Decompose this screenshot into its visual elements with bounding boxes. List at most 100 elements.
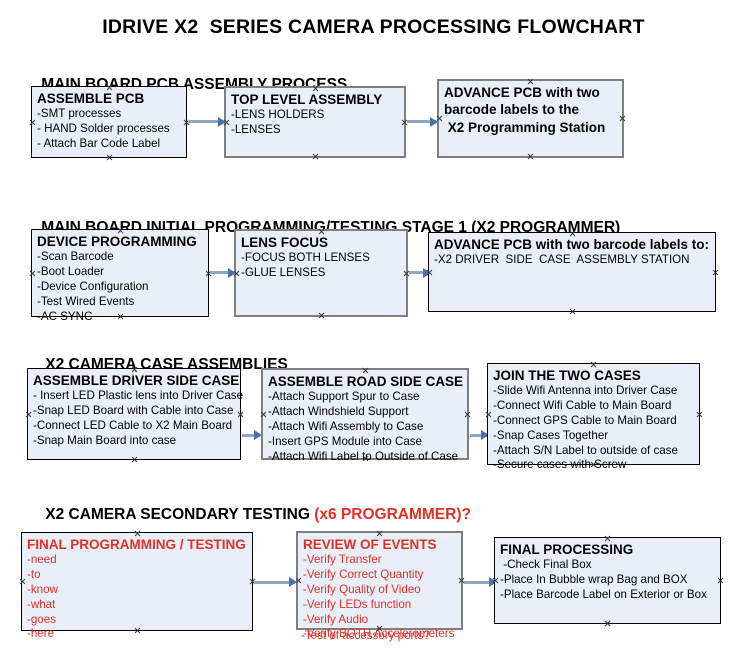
- box-line: -Scan Barcode: [37, 250, 114, 264]
- box-line: -Test Wired Events: [37, 294, 135, 308]
- box-content: FINAL PROCESSING -Check Final Box -Place…: [500, 541, 718, 603]
- box-assemble-pcb[interactable]: ASSEMBLE PCB -SMT processes - HAND Solde…: [31, 86, 187, 158]
- box-device-programming[interactable]: DEVICE PROGRAMMING -Scan Barcode -Boot L…: [29, 229, 209, 323]
- box-review-of-events[interactable]: REVIEW OF EVENTS -Verify Transfer -Verif…: [295, 531, 463, 640]
- connection-handle-bottom[interactable]: [312, 153, 319, 160]
- box-content: ASSEMBLE PCB -SMT processes - HAND Solde…: [37, 90, 184, 152]
- connection-handle-left[interactable]: [29, 119, 36, 126]
- box-line: -to: [27, 568, 41, 582]
- box-lens-focus[interactable]: LENS FOCUS -FOCUS BOTH LENSES -GLUE LENS…: [234, 229, 408, 317]
- connection-handle-bottom[interactable]: [569, 308, 576, 315]
- box-final-programming-testing[interactable]: FINAL PROGRAMMING / TESTING -need -to -k…: [19, 532, 253, 640]
- box-title: JOIN THE TWO CASES: [493, 368, 641, 383]
- box-title: REVIEW OF EVENTS: [303, 537, 437, 552]
- box-line: -AC SYNC: [37, 309, 93, 323]
- box-line: -Verify LEDs function: [303, 597, 412, 611]
- box-line: X2 Programming Station: [444, 119, 606, 135]
- box-line: -Slide Wifi Antenna into Driver Case: [493, 384, 678, 398]
- connection-handle-left[interactable]: [19, 578, 26, 585]
- box-title: ASSEMBLE DRIVER SIDE CASE: [33, 373, 240, 388]
- connection-handle-left[interactable]: [233, 270, 240, 277]
- box-line: -Connect LED Cable to X2 Main Board: [33, 418, 233, 432]
- box-top-level-assembly[interactable]: TOP LEVEL ASSEMBLY -LENS HOLDERS -LENSES: [224, 86, 406, 158]
- box-line: -Snap Main Board into case: [33, 433, 177, 447]
- box-line: -here: [27, 627, 55, 641]
- connection-handle-left[interactable]: [295, 577, 302, 584]
- connector-arrowhead-icon: [218, 117, 226, 127]
- connection-handle-left[interactable]: [223, 119, 230, 126]
- box-content: ADVANCE PCB with two barcode labels to t…: [444, 84, 620, 136]
- box-line: -SMT processes: [37, 107, 122, 121]
- box-line: -Place Barcode Label on Exterior or Box: [500, 587, 707, 601]
- connection-handle-bottom[interactable]: [604, 620, 611, 627]
- connection-handle-right[interactable]: [712, 269, 719, 276]
- box-line: -know: [27, 582, 58, 596]
- box-line: -Connect Wifi Cable to Main Board: [493, 399, 672, 413]
- box-line: - Attach Bar Code Label: [37, 136, 161, 150]
- box-content: ASSEMBLE ROAD SIDE CASE -Attach Support …: [268, 373, 465, 464]
- box-line: -LENSES: [231, 123, 281, 137]
- box-assemble-driver-side-case[interactable]: ASSEMBLE DRIVER SIDE CASE - Insert LED P…: [25, 368, 244, 463]
- box-line: -Place In Bubble wrap Bag and BOX: [500, 573, 688, 587]
- connector-arrow: [188, 120, 221, 123]
- connector-arrow: [409, 271, 427, 274]
- box-content: ASSEMBLE DRIVER SIDE CASE - Insert LED P…: [33, 372, 244, 449]
- connector-arrowhead-icon: [254, 430, 262, 440]
- box-line: -Snap Cases Together: [493, 428, 609, 442]
- box-line: -Secure cases with Screw: [493, 458, 627, 472]
- box-line: -Verify Quality of Video: [303, 582, 421, 596]
- box-title: ASSEMBLE PCB: [37, 91, 145, 106]
- box-line: -what: [27, 597, 56, 611]
- box-content: DEVICE PROGRAMMING -Scan Barcode -Boot L…: [37, 233, 206, 324]
- box-line: -Verify Audio: [303, 612, 369, 626]
- connector-arrow: [254, 581, 294, 584]
- connector-arrow: [210, 271, 232, 274]
- connection-handle-bottom[interactable]: [318, 312, 325, 319]
- connection-handle-left[interactable]: [25, 411, 32, 418]
- connection-handle-left[interactable]: [260, 411, 267, 418]
- box-title: ADVANCE PCB with two: [444, 85, 600, 100]
- box-assemble-road-side-case[interactable]: ASSEMBLE ROAD SIDE CASE -Attach Support …: [260, 368, 469, 463]
- box-title: DEVICE PROGRAMMING: [37, 234, 197, 249]
- connector-arrow: [464, 581, 494, 584]
- box-line: -Attach Windshield Support: [268, 405, 409, 419]
- box-join-the-two-cases[interactable]: JOIN THE TWO CASES -Slide Wifi Antenna i…: [485, 363, 700, 471]
- connection-handle-bottom[interactable]: [527, 153, 534, 160]
- box-line: - HAND Solder processes: [37, 122, 170, 136]
- connection-handle-bottom[interactable]: [106, 154, 113, 161]
- box-final-processing[interactable]: FINAL PROCESSING -Check Final Box -Place…: [494, 537, 721, 624]
- box-line: - Insert LED Plastic lens into Driver Ca…: [33, 389, 244, 403]
- connector-arrowhead-icon: [228, 268, 236, 278]
- box-title: LENS FOCUS: [241, 235, 329, 250]
- connection-handle-left[interactable]: [485, 411, 492, 418]
- connector-arrowhead-icon: [489, 577, 497, 587]
- box-advance-pcb-programming-station[interactable]: ADVANCE PCB with two barcode labels to t…: [437, 79, 624, 158]
- connection-handle-left[interactable]: [436, 115, 443, 122]
- box-content: TOP LEVEL ASSEMBLY -LENS HOLDERS -LENSES: [231, 91, 402, 138]
- box-line: -goes: [27, 612, 57, 626]
- box-line-overflow: -Test of accessory ports?: [301, 629, 430, 642]
- box-line: -Attach Wifi Assembly to Case: [268, 419, 424, 433]
- box-content: JOIN THE TWO CASES -Slide Wifi Antenna i…: [493, 367, 697, 473]
- box-title: FINAL PROCESSING: [500, 542, 634, 557]
- box-advance-pcb-driver-side-case[interactable]: ADVANCE PCB with two barcode labels to: …: [428, 232, 716, 312]
- box-content: FINAL PROGRAMMING / TESTING -need -to -k…: [27, 536, 250, 642]
- box-line: -Attach Support Spur to Case: [268, 390, 420, 404]
- section-heading-text: X2 CAMERA SECONDARY TESTING: [45, 506, 315, 523]
- section-heading-x2-camera-secondary-testing: X2 CAMERA SECONDARY TESTING (x6 PROGRAMM…: [28, 488, 471, 542]
- section-heading-accent: (x6 PROGRAMMER)?: [314, 506, 471, 523]
- box-line: -Boot Loader: [37, 265, 105, 279]
- box-content: REVIEW OF EVENTS -Verify Transfer -Verif…: [303, 536, 459, 642]
- box-line: -Check Final Box: [500, 558, 592, 572]
- box-line: -Snap LED Board with Cable into Case: [33, 404, 234, 418]
- connection-handle-bottom[interactable]: [131, 456, 138, 463]
- connector-arrow: [470, 434, 488, 437]
- connector-arrowhead-icon: [289, 577, 297, 587]
- box-line: -X2 DRIVER SIDE CASE ASSEMBLY STATION: [434, 253, 690, 267]
- connection-handle-left[interactable]: [29, 270, 36, 277]
- connector-arrow: [407, 120, 436, 123]
- box-line: -LENS HOLDERS: [231, 108, 325, 122]
- connector-arrowhead-icon: [430, 117, 438, 127]
- box-line: -Attach S/N Label to outside of case: [493, 443, 678, 457]
